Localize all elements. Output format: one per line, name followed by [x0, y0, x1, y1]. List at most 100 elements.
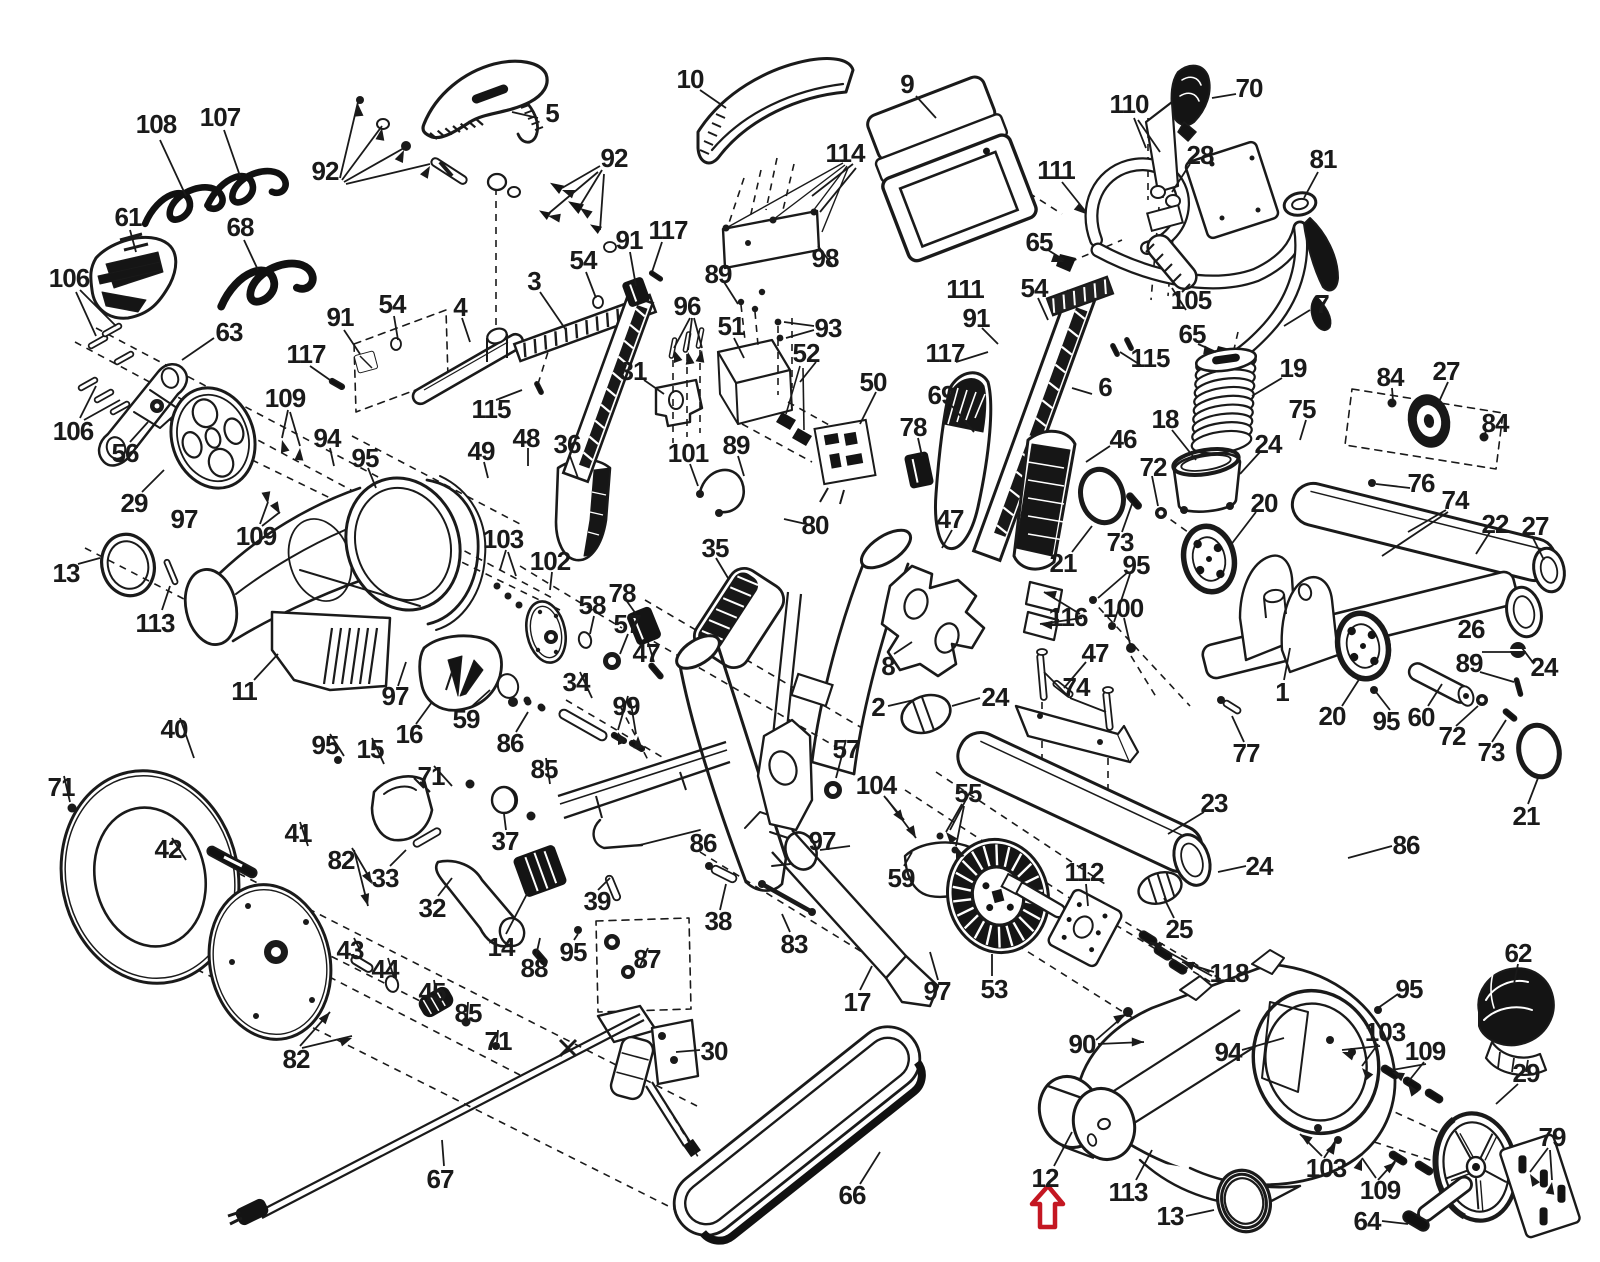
svg-text:23: 23 [1201, 788, 1228, 818]
svg-text:61: 61 [115, 202, 142, 232]
svg-text:29: 29 [121, 488, 148, 518]
svg-text:118: 118 [1210, 958, 1249, 988]
svg-text:49: 49 [468, 436, 495, 466]
svg-text:106: 106 [53, 416, 94, 446]
svg-text:109: 109 [265, 383, 306, 413]
svg-text:30: 30 [701, 1036, 728, 1066]
svg-text:91: 91 [963, 303, 990, 333]
svg-text:47: 47 [1082, 638, 1109, 668]
svg-text:97: 97 [924, 976, 951, 1006]
svg-text:71: 71 [485, 1026, 512, 1056]
svg-text:103: 103 [1365, 1017, 1406, 1047]
svg-text:106: 106 [49, 263, 90, 293]
svg-text:95: 95 [312, 730, 339, 760]
svg-text:71: 71 [418, 761, 445, 791]
svg-text:105: 105 [1171, 285, 1212, 315]
svg-text:51: 51 [718, 311, 745, 341]
svg-text:52: 52 [793, 338, 820, 368]
svg-text:29: 29 [1513, 1058, 1540, 1088]
svg-text:76: 76 [1408, 468, 1435, 498]
svg-text:74: 74 [1442, 485, 1470, 515]
svg-text:112: 112 [1065, 857, 1104, 887]
svg-text:80: 80 [802, 510, 829, 540]
svg-text:117: 117 [287, 339, 326, 369]
svg-text:95: 95 [1123, 550, 1150, 580]
svg-text:97: 97 [809, 826, 836, 856]
svg-text:43: 43 [337, 935, 364, 965]
svg-text:50: 50 [860, 367, 887, 397]
svg-text:15: 15 [357, 734, 384, 764]
svg-text:34: 34 [563, 667, 591, 697]
svg-text:111: 111 [1037, 155, 1075, 185]
svg-text:115: 115 [1131, 343, 1170, 373]
svg-text:113: 113 [1109, 1177, 1148, 1207]
svg-text:87: 87 [634, 944, 661, 974]
svg-text:97: 97 [171, 504, 198, 534]
svg-text:95: 95 [560, 937, 587, 967]
svg-text:9: 9 [900, 69, 914, 99]
svg-text:111: 111 [946, 274, 984, 304]
svg-text:99: 99 [613, 691, 640, 721]
svg-text:13: 13 [53, 558, 80, 588]
svg-text:94: 94 [1215, 1037, 1243, 1067]
svg-text:89: 89 [1456, 648, 1483, 678]
svg-text:95: 95 [1373, 706, 1400, 736]
svg-text:8: 8 [881, 651, 895, 681]
svg-text:85: 85 [531, 754, 558, 784]
svg-text:86: 86 [497, 728, 524, 758]
svg-text:24: 24 [1531, 652, 1559, 682]
svg-text:47: 47 [937, 504, 964, 534]
svg-text:24: 24 [1246, 851, 1274, 881]
svg-text:85: 85 [455, 998, 482, 1028]
svg-text:56: 56 [112, 438, 139, 468]
svg-text:27: 27 [1433, 356, 1460, 386]
svg-text:110: 110 [1110, 89, 1149, 119]
svg-text:72: 72 [1439, 721, 1466, 751]
svg-text:78: 78 [609, 578, 636, 608]
svg-text:60: 60 [1408, 702, 1435, 732]
svg-text:69: 69 [928, 380, 955, 410]
svg-text:91: 91 [616, 225, 643, 255]
svg-text:7: 7 [1315, 289, 1329, 319]
svg-text:27: 27 [1522, 511, 1549, 541]
svg-text:101: 101 [668, 438, 709, 468]
svg-text:109: 109 [1405, 1036, 1446, 1066]
svg-text:89: 89 [705, 259, 732, 289]
svg-text:24: 24 [1255, 429, 1283, 459]
svg-text:96: 96 [674, 291, 701, 321]
svg-text:26: 26 [1458, 614, 1485, 644]
svg-text:5: 5 [545, 98, 559, 128]
svg-text:73: 73 [1478, 737, 1505, 767]
svg-text:19: 19 [1280, 353, 1307, 383]
svg-text:57: 57 [833, 734, 860, 764]
svg-text:17: 17 [844, 987, 871, 1017]
svg-text:21: 21 [1513, 801, 1540, 831]
svg-text:54: 54 [1021, 273, 1049, 303]
svg-text:38: 38 [705, 906, 732, 936]
svg-text:14: 14 [488, 932, 516, 962]
svg-text:48: 48 [513, 423, 540, 453]
svg-text:116: 116 [1049, 602, 1088, 632]
svg-text:88: 88 [521, 953, 548, 983]
svg-text:45: 45 [419, 977, 446, 1007]
svg-text:35: 35 [702, 533, 729, 563]
svg-text:114: 114 [826, 138, 866, 168]
svg-text:31: 31 [620, 356, 647, 386]
svg-text:71: 71 [48, 772, 75, 802]
svg-text:12: 12 [1032, 1163, 1059, 1193]
svg-text:24: 24 [982, 682, 1010, 712]
svg-text:4: 4 [453, 292, 468, 322]
svg-text:33: 33 [372, 863, 399, 893]
svg-text:103: 103 [483, 524, 524, 554]
svg-text:83: 83 [781, 929, 808, 959]
svg-text:3: 3 [527, 266, 541, 296]
svg-text:63: 63 [216, 317, 243, 347]
svg-text:57: 57 [614, 609, 641, 639]
svg-text:89: 89 [723, 430, 750, 460]
svg-text:73: 73 [1107, 527, 1134, 557]
svg-text:117: 117 [649, 215, 688, 245]
svg-text:72: 72 [1140, 452, 1167, 482]
svg-text:54: 54 [570, 245, 598, 275]
svg-text:28: 28 [1187, 140, 1214, 170]
svg-text:103: 103 [1306, 1153, 1347, 1183]
